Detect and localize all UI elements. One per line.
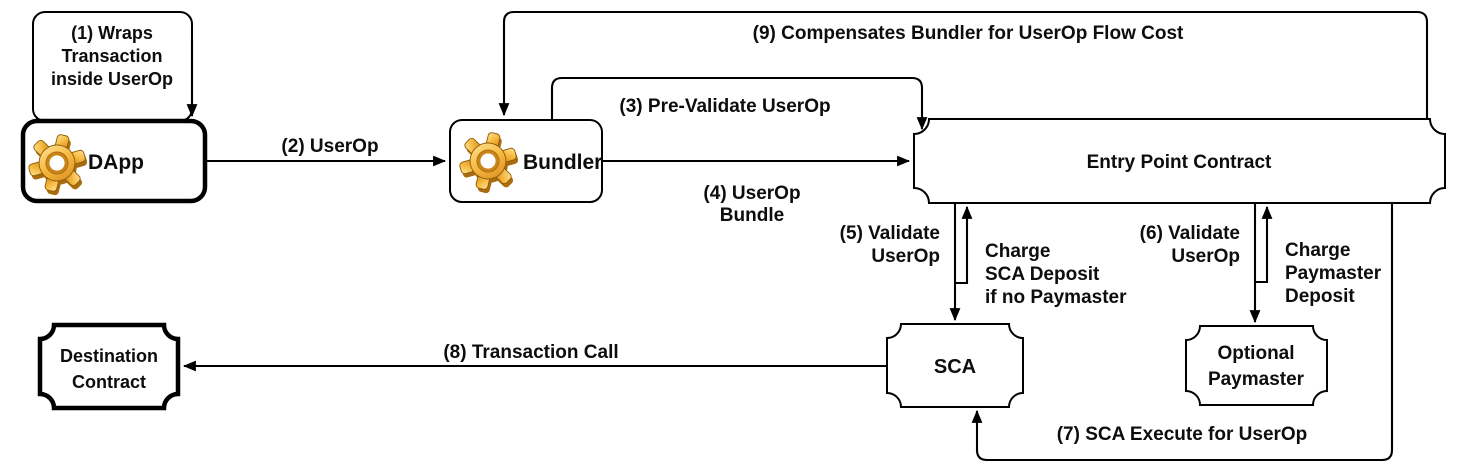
destination-contract-line2: Contract <box>72 372 146 392</box>
edge-validate-paymaster-line2: UserOp <box>1171 246 1240 267</box>
edge-sca-execute <box>971 203 1394 462</box>
edge-transaction-call-label: (8) Transaction Call <box>443 342 618 363</box>
edge-charge-paymaster-line2: Paymaster <box>1285 263 1382 284</box>
edge-compensate-bundler <box>498 10 1429 119</box>
edge-validate-paymaster-line1: (6) Validate <box>1140 223 1240 244</box>
edge-charge-sca-line3: if no Paymaster <box>985 287 1127 308</box>
edge-charge-paymaster-line1: Charge <box>1285 240 1350 261</box>
edge-userop-bundle-line2: Bundle <box>720 205 784 226</box>
entry-point-label: Entry Point Contract <box>1087 152 1272 173</box>
edge-charge-sca-line2: SCA Deposit <box>985 264 1100 285</box>
sca-node <box>886 323 1024 408</box>
optional-paymaster-line2: Paymaster <box>1208 369 1305 390</box>
edge-userop-bundle-line1: (4) UserOp <box>703 183 800 204</box>
optional-paymaster-line1: Optional <box>1217 343 1294 364</box>
sca-label: SCA <box>934 356 976 378</box>
edge-charge-paymaster-deposit <box>1255 205 1273 284</box>
edge-userop-label: (2) UserOp <box>281 136 378 157</box>
edge-charge-sca-deposit <box>955 205 973 285</box>
destination-contract-line1: Destination <box>60 346 158 366</box>
edge-pre-validate-label: (3) Pre-Validate UserOp <box>619 96 830 117</box>
bundler-label: Bundler <box>523 151 602 174</box>
edge-validate-sca-line1: (5) Validate <box>840 223 940 244</box>
optional-paymaster-node <box>1185 325 1328 406</box>
entry-point-node <box>913 118 1446 204</box>
edge-sca-execute-label: (7) SCA Execute for UserOp <box>1057 424 1308 445</box>
edge-charge-paymaster-line3: Deposit <box>1285 286 1355 307</box>
edge-validate-sca-line2: UserOp <box>871 246 940 267</box>
dapp-label: DApp <box>88 151 144 174</box>
edge-compensate-label: (9) Compensates Bundler for UserOp Flow … <box>753 23 1184 44</box>
edge-pre-validate <box>550 76 928 131</box>
wrap-annotation-line1: (1) Wraps <box>71 23 153 43</box>
wrap-annotation-line3: inside UserOp <box>51 69 173 89</box>
destination-contract-node <box>37 322 181 411</box>
wrap-annotation-line2: Transaction <box>61 46 162 66</box>
edge-charge-sca-line1: Charge <box>985 241 1050 262</box>
